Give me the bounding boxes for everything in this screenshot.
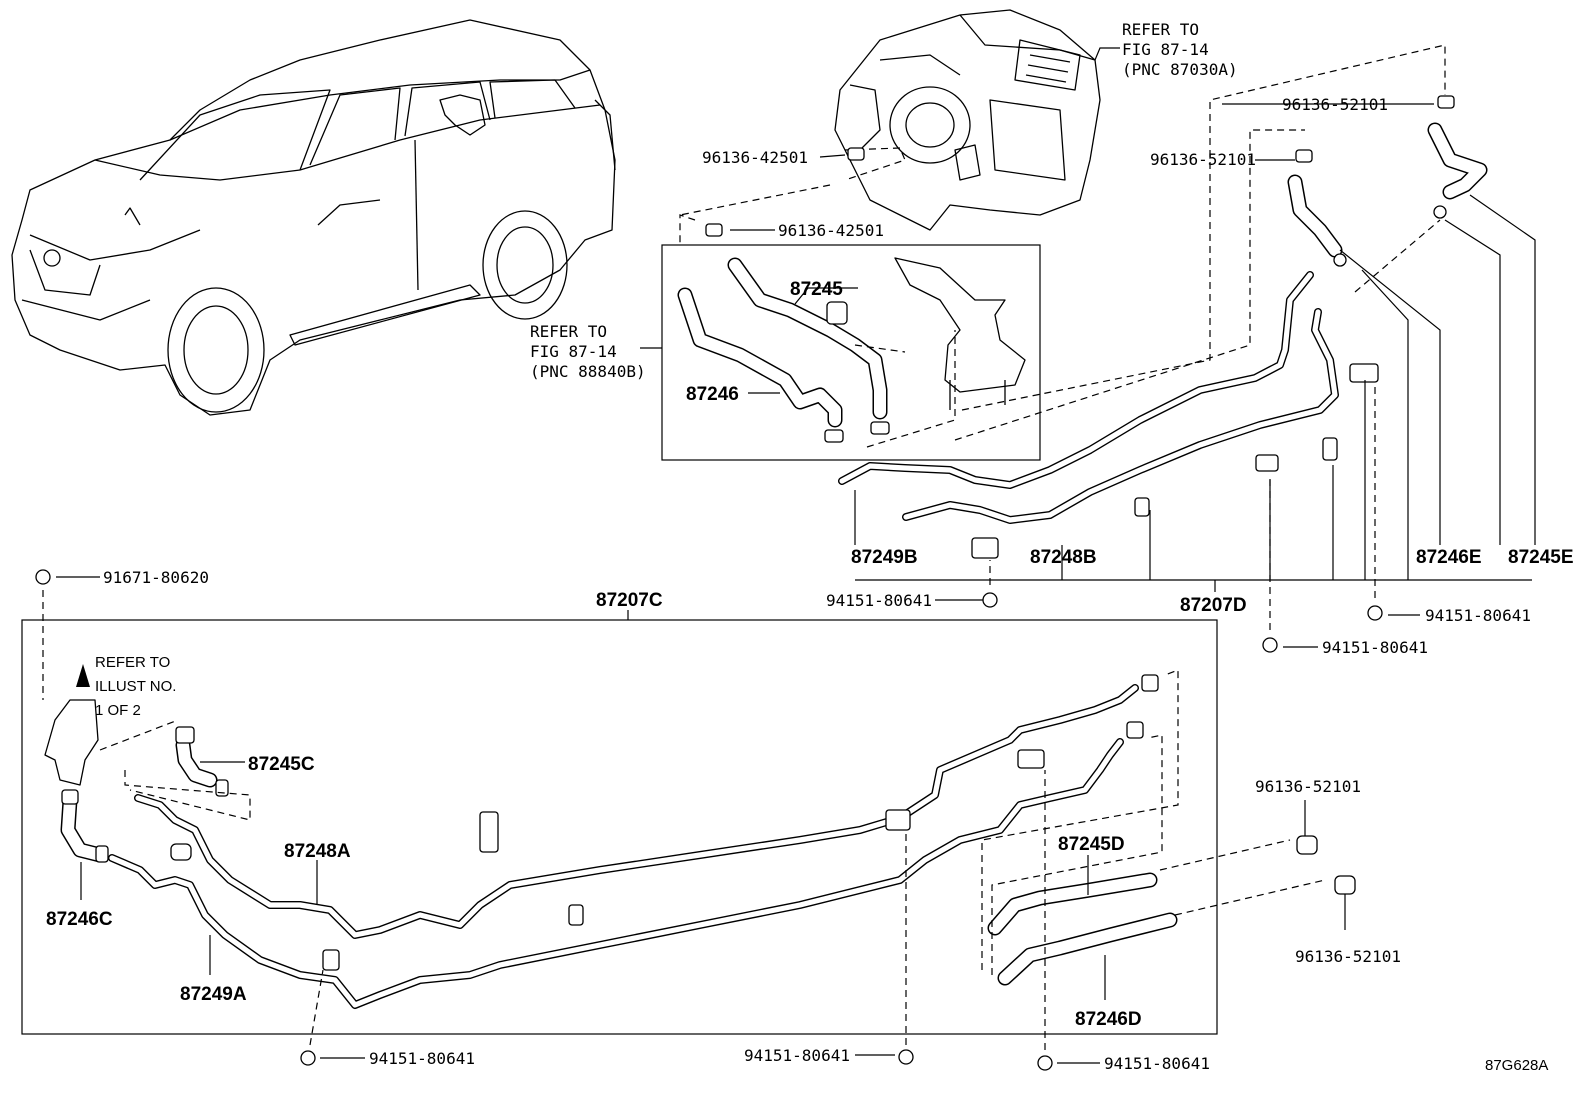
part-label: 94151-80641 — [369, 1049, 475, 1068]
illustration-code: 87G628A — [1485, 1057, 1548, 1074]
arrow-up-icon — [76, 664, 90, 687]
pipe-clip — [170, 843, 192, 861]
pipe-clip — [1141, 674, 1159, 692]
pipe-clip — [1255, 454, 1279, 472]
ref-illust-line1: REFER TO — [95, 654, 170, 671]
part-label: 96136-52101 — [1150, 150, 1256, 169]
ref-box-line3: (PNC 88840B) — [530, 362, 646, 381]
fasteners — [35, 385, 1383, 1071]
upper-pipe-assembly — [838, 44, 1488, 559]
ref-unit-line3: (PNC 87030A) — [1122, 60, 1238, 79]
hose-clamp — [1333, 253, 1347, 267]
hose-clamp — [824, 429, 844, 443]
inset-box — [661, 244, 1041, 461]
pipe-clamp — [1349, 363, 1379, 383]
pipe-clamp — [1017, 749, 1045, 769]
hose-clamp — [847, 147, 865, 161]
hose-clamp — [1437, 95, 1455, 109]
nut-icon — [1262, 637, 1278, 653]
part-label: 87246D — [1075, 1009, 1142, 1030]
pipe-clip — [322, 949, 340, 971]
part-label: 96136-52101 — [1282, 95, 1388, 114]
part-label: 87248B — [1030, 547, 1097, 568]
nut-icon — [1367, 605, 1383, 621]
part-label: 87248A — [284, 841, 351, 862]
part-label: 87245D — [1058, 834, 1125, 855]
part-label: 91671-80620 — [103, 568, 209, 587]
part-label: 94151-80641 — [1104, 1054, 1210, 1073]
part-label: 87207C — [596, 590, 663, 611]
hose-clamp — [175, 726, 195, 744]
hose-clamp — [61, 789, 79, 805]
hose-clamp — [1296, 835, 1318, 855]
reference-notes: REFER TO FIG 87-14 (PNC 87030A) REFER TO… — [95, 20, 1238, 719]
part-label: 87245C — [248, 754, 315, 775]
ref-unit-line2: FIG 87-14 — [1122, 40, 1209, 59]
part-label: 87245E — [1508, 547, 1574, 568]
part-label: 96136-42501 — [702, 148, 808, 167]
bolt-icon — [35, 569, 51, 585]
pipe-clip — [1126, 721, 1144, 739]
pipe-clip — [1134, 497, 1150, 517]
inset-parts — [677, 257, 1026, 448]
hose-clamp — [1433, 205, 1447, 219]
part-label: 94151-80641 — [1322, 638, 1428, 657]
ref-box-line1: REFER TO — [530, 322, 607, 341]
pipe-clamp — [971, 537, 999, 559]
pipe-clip — [1322, 437, 1338, 461]
pipe-clamp — [885, 809, 911, 831]
pipe-clip — [568, 904, 584, 926]
hose-clamp — [870, 421, 890, 435]
part-label: 87249A — [180, 984, 247, 1005]
part-label: 87249B — [851, 547, 918, 568]
hose-clamp — [95, 845, 109, 863]
part-label: 94151-80641 — [826, 591, 932, 610]
part-label: 96136-52101 — [1295, 947, 1401, 966]
nut-icon — [300, 1050, 316, 1066]
part-labels: 96136-42501 96136-42501 96136-52101 9613… — [46, 95, 1574, 1074]
nut-icon — [898, 1049, 914, 1065]
main-box-87207C — [21, 619, 1218, 1035]
pipe-clamp — [479, 811, 499, 853]
part-label: 94151-80641 — [744, 1046, 850, 1065]
hvac-unit-illustration — [834, 9, 1101, 231]
ref-illust-line2: ILLUST NO. — [95, 678, 176, 695]
hose-clamp — [1334, 875, 1356, 895]
ref-box-line2: FIG 87-14 — [530, 342, 617, 361]
vehicle-illustration — [11, 19, 616, 416]
part-label: 96136-42501 — [778, 221, 884, 240]
part-label: 87246E — [1416, 547, 1482, 568]
leader-lines — [56, 47, 1536, 1064]
hose-clamp — [705, 223, 723, 237]
nut-icon — [1037, 1055, 1053, 1071]
part-label: 87246C — [46, 909, 113, 930]
part-label: 96136-52101 — [1255, 777, 1361, 796]
part-label: 87207D — [1180, 595, 1247, 616]
part-label: 87245 — [790, 279, 843, 300]
lower-pipe-assembly — [44, 669, 1326, 1009]
leader-dashes — [679, 147, 906, 245]
hose-clamp — [1295, 149, 1313, 163]
part-label: 94151-80641 — [1425, 606, 1531, 625]
nut-icon — [982, 592, 998, 608]
hose-clamp — [215, 779, 229, 797]
part-label: 87246 — [686, 384, 739, 405]
ref-unit-line1: REFER TO — [1122, 20, 1199, 39]
ref-illust-line3: 1 OF 2 — [95, 702, 141, 719]
hose-clamp — [826, 301, 848, 325]
